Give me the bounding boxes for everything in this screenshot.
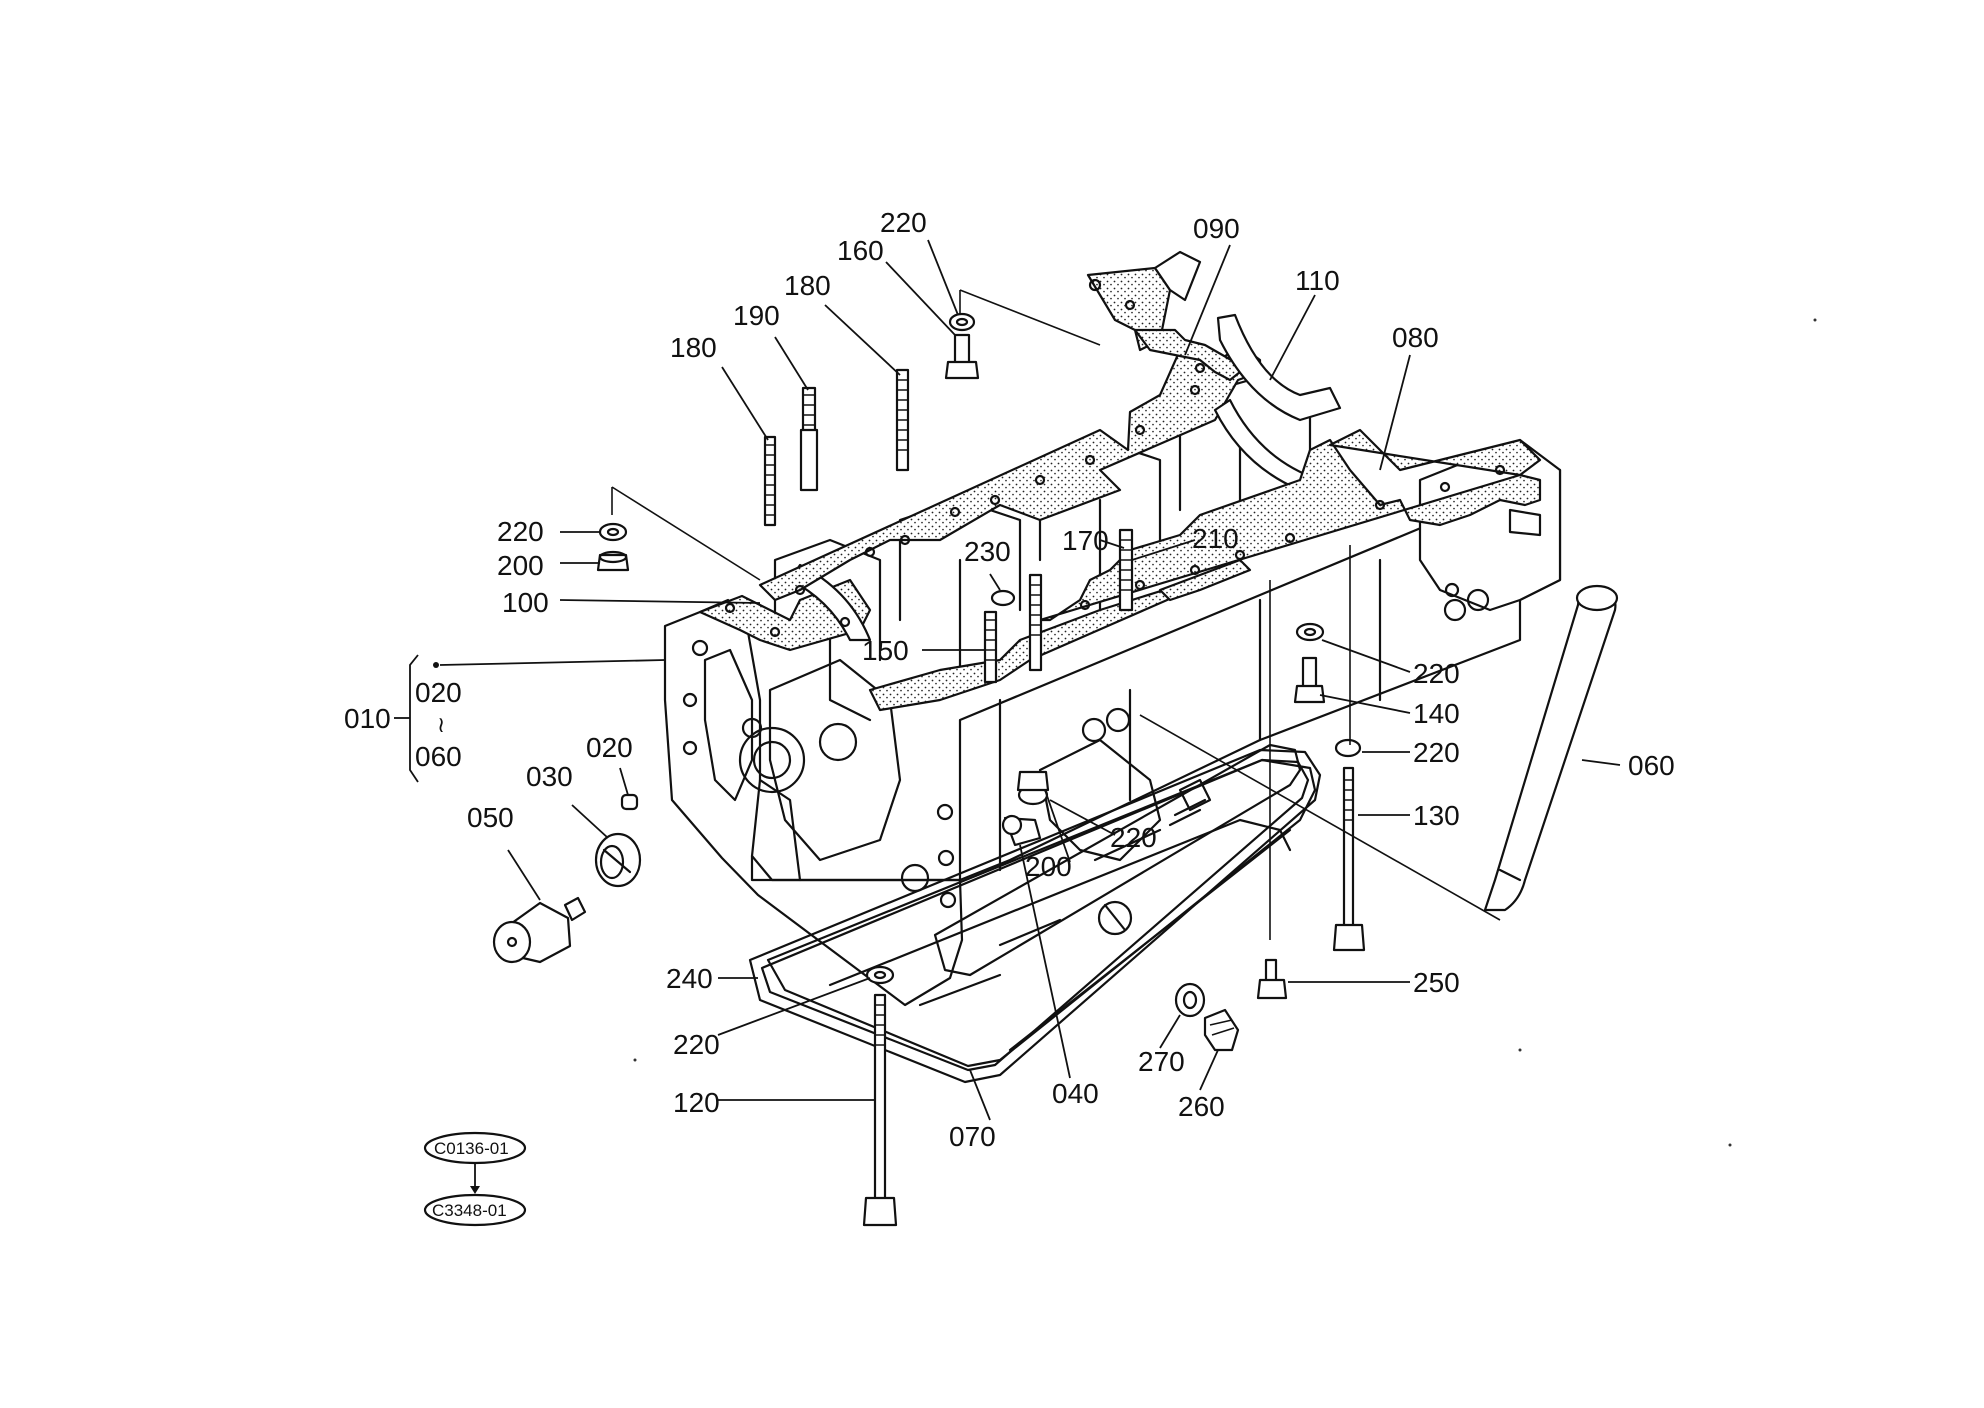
tube-050: [492, 896, 587, 964]
group-bracket-010: [394, 654, 419, 783]
washer-220-left: [598, 522, 628, 542]
washer-270: [1174, 982, 1206, 1018]
nut-200-left: [596, 550, 630, 572]
callout-120: 120: [673, 1087, 720, 1118]
callout-180-left: 180: [670, 332, 717, 363]
callout-250: 250: [1413, 967, 1460, 998]
callout-030: 030: [526, 761, 573, 792]
scan-specks: [633, 318, 1817, 1147]
callout-260: 260: [1178, 1091, 1225, 1122]
stud-190: [799, 386, 819, 492]
bolt-250: [1256, 958, 1288, 1000]
callout-110: 110: [1295, 265, 1340, 296]
callout-220-right-b: 220: [1413, 737, 1460, 768]
leader-lines: [433, 239, 1621, 1121]
nut-200-mid: [1016, 770, 1050, 792]
bolt-140: [1293, 656, 1326, 704]
callout-200-left: 200: [497, 550, 544, 581]
callout-060-tube: 060: [1628, 750, 1675, 781]
reference-codes: C0136-01 C3348-01: [423, 1131, 527, 1227]
callout-070: 070: [949, 1121, 996, 1152]
reference-code-bottom: C3348-01: [432, 1201, 507, 1220]
washer-220-right-a: [1295, 622, 1325, 642]
callout-220-left: 220: [497, 516, 544, 547]
oil-pan-gasket-240: [748, 748, 1322, 1084]
callout-210: 210: [1192, 523, 1239, 554]
reference-code-top: C0136-01: [434, 1139, 509, 1158]
stud-180-left: [763, 435, 777, 527]
callout-bracket-tilde: ≀: [437, 712, 445, 737]
washer-220-right-b: [1334, 738, 1362, 758]
callout-160: 160: [837, 235, 884, 266]
screw-040: [1001, 814, 1042, 847]
washer-220-bottom: [865, 965, 895, 985]
callout-270: 270: [1138, 1046, 1185, 1077]
stud-180-right: [895, 368, 910, 472]
callout-010: 010: [344, 703, 391, 734]
callout-020-plug: 020: [586, 732, 633, 763]
callout-220-right-a: 220: [1413, 658, 1460, 689]
callout-240: 240: [666, 963, 713, 994]
seal-030: [594, 832, 642, 888]
callout-220-bottom: 220: [673, 1029, 720, 1060]
callout-170: 170: [1062, 525, 1109, 556]
callout-080: 080: [1392, 322, 1439, 353]
drain-plug-260: [1203, 1008, 1240, 1052]
callout-labels: 220 160 180 190 180 090 110 080 220 200 …: [344, 207, 1675, 1152]
callout-200-mid: 200: [1025, 851, 1072, 882]
callout-050: 050: [467, 802, 514, 833]
dipstick-tube-060: [1483, 584, 1619, 912]
callout-130: 130: [1413, 800, 1460, 831]
callout-230: 230: [964, 536, 1011, 567]
callout-100: 100: [502, 587, 549, 618]
crankcase-front-face: [663, 598, 964, 1007]
plug-020: [620, 793, 639, 811]
bolt-160: [944, 312, 980, 380]
bolt-130: [1332, 766, 1366, 952]
crankcase-body: [663, 378, 1562, 1007]
upper-oil-pan-flange: [933, 743, 1302, 977]
callout-140: 140: [1413, 698, 1460, 729]
washer-230: [990, 589, 1016, 607]
stud-150: [983, 610, 998, 684]
callout-150: 150: [862, 635, 909, 666]
callout-220-mid: 220: [1110, 822, 1157, 853]
callout-090: 090: [1193, 213, 1240, 244]
callout-060-group: 060: [415, 741, 462, 772]
stud-230-pin: [1028, 573, 1043, 672]
callout-190: 190: [733, 300, 780, 331]
bolt-120: [862, 993, 898, 1227]
callout-020-group: 020: [415, 677, 462, 708]
bearing-cap-090: [1086, 250, 1247, 382]
callout-040: 040: [1052, 1078, 1099, 1109]
callout-220-top: 220: [880, 207, 927, 238]
stud-170: [1118, 528, 1134, 612]
callout-180-mid: 180: [784, 270, 831, 301]
